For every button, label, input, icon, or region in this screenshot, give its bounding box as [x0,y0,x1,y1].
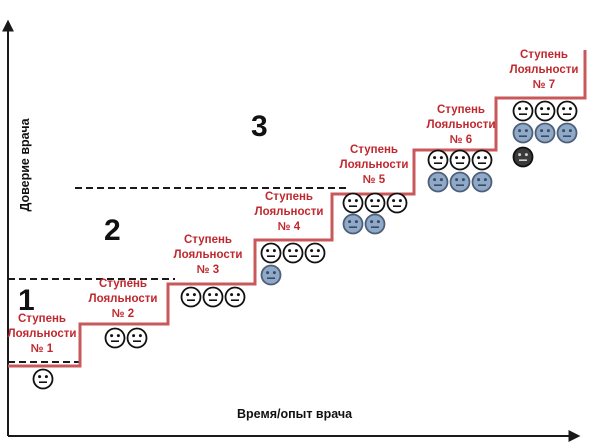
step-label-number: № 6 [449,134,473,146]
step-label-line: Лояльности [339,159,409,171]
neutral-face-icon [556,100,578,122]
neutral-face-icon [427,171,449,193]
neutral-face-icon [260,242,282,264]
step-label-4: Ступень Лояльности № 4 [244,190,334,235]
neutral-face-icon [449,171,471,193]
neutral-face-icon [260,264,282,286]
step-label-line: Лояльности [7,328,77,340]
neutral-face-icon [342,192,364,214]
neutral-face-icon [512,122,534,144]
zone-label-3: 3 [251,110,268,143]
neutral-face-icon [224,286,246,308]
neutral-face-icon [471,171,493,193]
neutral-face-icon [534,122,556,144]
step-label-number: № 1 [30,343,54,355]
neutral-face-icon [202,286,224,308]
step-label-line: Ступень [184,234,232,246]
step-label-2: Ступень Лояльности № 2 [78,277,168,322]
neutral-face-icon [386,192,408,214]
neutral-face-icon [512,146,534,168]
step-label-number: № 5 [362,174,386,186]
neutral-face-icon [32,368,54,390]
step-label-number: № 4 [277,221,301,233]
loyalty-staircase [8,50,587,368]
step-label-5: Ступень Лояльности № 5 [329,143,419,188]
step-label-line: Лояльности [426,119,496,131]
neutral-face-icon [427,149,449,171]
zone-label-2: 2 [104,214,121,247]
neutral-face-icon [364,213,386,235]
step-label-line: Лояльности [254,206,324,218]
neutral-face-icon [364,192,386,214]
step-label-number: № 2 [111,308,135,320]
neutral-face-icon [512,100,534,122]
step-label-line: Ступень [99,278,147,290]
step-label-6: Ступень Лояльности № 6 [416,103,506,148]
zone-label-1: 1 [18,284,35,317]
step-label-line: Ступень [437,104,485,116]
faces-layer [32,100,578,390]
neutral-face-icon [304,242,326,264]
step-label-3: Ступень Лояльности № 3 [163,233,253,278]
step-label-line: Ступень [18,313,66,325]
step-label-line: Лояльности [88,293,158,305]
step-label-number: № 3 [196,264,220,276]
step-label-number: № 7 [532,79,556,91]
neutral-face-icon [556,122,578,144]
step-label-line: Ступень [265,191,313,203]
neutral-face-icon [282,242,304,264]
neutral-face-icon [180,286,202,308]
neutral-face-icon [449,149,471,171]
neutral-face-icon [104,327,126,349]
step-label-1: Ступень Лояльности № 1 [0,312,87,357]
step-label-line: Ступень [520,49,568,61]
y-axis-label: Доверие врача [18,118,32,212]
neutral-face-icon [534,100,556,122]
x-axis-label: Время/опыт врача [237,407,353,421]
step-label-7: Ступень Лояльности № 7 [499,48,589,93]
step-label-line: Ступень [350,144,398,156]
neutral-face-icon [471,149,493,171]
step-label-line: Лояльности [509,64,579,76]
neutral-face-icon [126,327,148,349]
neutral-face-icon [342,213,364,235]
step-label-line: Лояльности [173,249,243,261]
